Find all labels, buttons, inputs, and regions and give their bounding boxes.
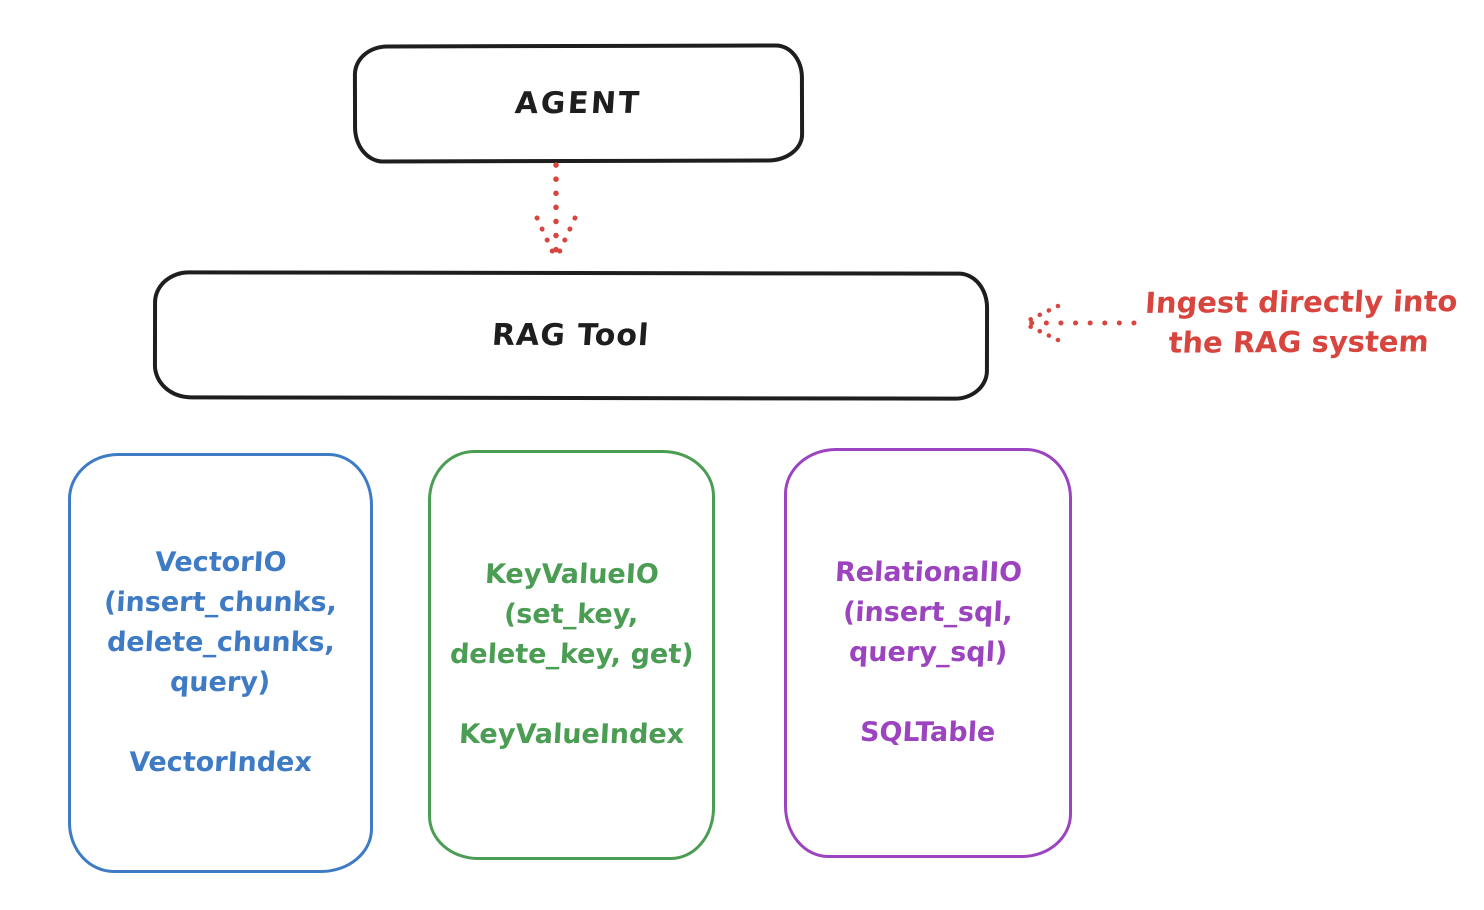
vector-io-line: (insert_chunks, [103,587,338,618]
agent-label: AGENT [514,85,643,122]
ingest-annotation-line2: the RAG system [1167,324,1430,360]
keyvalue-io-line: delete_key, get) [448,639,695,670]
dotted-down-arrow-icon [534,162,578,260]
agent-node: AGENT [352,43,805,164]
vector-io-line: VectorIO [153,547,288,578]
vector-io-line: query) [169,667,272,698]
vector-io-line: delete_chunks, [105,627,336,658]
relational-io-box: RelationalIO (insert_sql, query_sql) SQL… [784,448,1072,858]
relational-io-line: (insert_sql, [842,597,1014,628]
keyvalue-io-line: (set_key, [503,599,640,630]
relational-io-line: query_sql) [848,637,1008,668]
rag-tool-node: RAG Tool [152,270,990,401]
ingest-annotation-line1: Ingest directly into [1144,284,1459,320]
keyvalue-io-box: KeyValueIO (set_key, delete_key, get) Ke… [428,450,715,860]
rag-tool-label: RAG Tool [491,317,651,354]
vector-index-label: VectorIndex [128,747,313,778]
dotted-left-arrow-icon [1022,303,1137,343]
sql-table-label: SQLTable [859,717,997,748]
ingest-annotation: Ingest directly into the RAG system [1132,281,1467,363]
vector-io-box: VectorIO (insert_chunks, delete_chunks, … [68,453,373,873]
keyvalue-io-line: KeyValueIO [483,559,660,590]
relational-io-line: RelationalIO [833,557,1023,588]
keyvalue-index-label: KeyValueIndex [458,719,685,750]
